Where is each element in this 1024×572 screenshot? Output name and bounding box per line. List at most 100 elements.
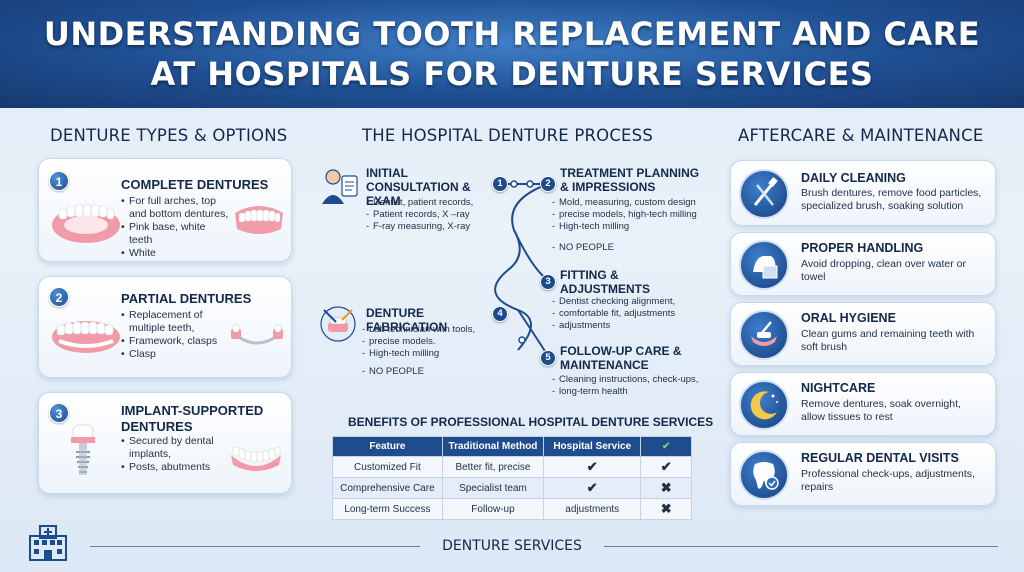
bullet: White <box>121 247 231 260</box>
step-number: 3 <box>540 274 556 290</box>
step-extra: NO PEOPLE <box>362 366 462 378</box>
bullet: Lab technician with tools, <box>362 324 492 336</box>
aftercare-title: REGULAR DENTAL VISITS <box>801 451 959 465</box>
lab-tools-icon <box>320 306 356 342</box>
dental-implant-icon <box>71 424 95 475</box>
upper-denture-icon <box>235 206 283 234</box>
table-row: Long-term Success Follow-up adjustments … <box>332 498 692 520</box>
card-bullets: Secured by dental implants, Posts, abutm… <box>121 435 231 474</box>
step-number: 5 <box>540 350 556 366</box>
bullet: Dentist checking alignment, <box>552 296 712 308</box>
step-number: 4 <box>492 306 508 322</box>
table-header-row: Feature Traditional Method Hospital Serv… <box>332 436 692 457</box>
bullet: precise models, high-tech milling <box>552 209 712 221</box>
aftercare-title: NIGHTCARE <box>801 381 876 395</box>
step-bullets: Dentist checking alignment, comfortable … <box>552 296 712 332</box>
types-heading: DENTURE TYPES & OPTIONS <box>50 126 288 145</box>
aftercare-heading: AFTERCARE & MAINTENANCE <box>738 126 984 145</box>
aftercare-card-oral-hygiene: ORAL HYGIENE Clean gums and remaining te… <box>730 302 996 366</box>
footer-divider-right <box>604 546 998 547</box>
aftercare-title: ORAL HYGIENE <box>801 311 896 325</box>
tooth-check-icon <box>739 450 789 500</box>
step-title: TREATMENT PLANNING & IMPRESSIONS <box>560 166 700 194</box>
card-number: 2 <box>49 287 69 307</box>
gums-brush-icon <box>739 310 789 360</box>
aftercare-desc: Professional check-ups, adjustments, rep… <box>801 468 975 493</box>
table-cell: Customized Fit <box>332 456 443 478</box>
aftercare-desc: Brush dentures, remove food particles, s… <box>801 187 982 212</box>
benefits-heading: BENEFITS OF PROFESSIONAL HOSPITAL DENTUR… <box>348 415 714 429</box>
column-header: Traditional Method <box>441 436 545 457</box>
process-heading: THE HOSPITAL DENTURE PROCESS <box>362 126 654 145</box>
bullet: Pink base, white teeth <box>121 221 231 247</box>
header-banner <box>0 0 1024 108</box>
step-bullets: Dentist, patient records, Patient record… <box>366 197 496 233</box>
aftercare-card-daily-cleaning: DAILY CLEANING Brush dentures, remove fo… <box>730 160 996 226</box>
bullet: precise models. <box>362 336 492 348</box>
card-title: PARTIAL DENTURES <box>121 291 252 306</box>
aftercare-card-regular-visits: REGULAR DENTAL VISITS Professional check… <box>730 442 996 506</box>
table-cell: Follow-up <box>441 498 545 520</box>
hand-towel-icon <box>739 240 789 290</box>
table-row: Customized Fit Better fit, precise ✔ ✔ <box>332 456 692 478</box>
bullet: adjustments <box>552 320 712 332</box>
dentist-clipboard-icon <box>322 169 358 204</box>
bullet: High-tech milling <box>362 348 492 360</box>
hospital-building-icon <box>29 525 67 561</box>
toothbrush-icon <box>739 169 789 219</box>
cross-icon: ✖ <box>640 498 692 520</box>
cross-icon: ✖ <box>640 477 692 499</box>
aftercare-title: DAILY CLEANING <box>801 171 906 185</box>
card-title: COMPLETE DENTURES <box>121 177 269 192</box>
table-cell: Better fit, precise <box>441 456 545 478</box>
aftercare-desc: Clean gums and remaining teeth with soft… <box>801 328 975 353</box>
bullet: NO PEOPLE <box>552 242 652 254</box>
aftercare-desc: Avoid dropping, clean over water or towe… <box>801 258 966 283</box>
denture-card-implant: 3 IMPLANT-SUPPORTED DENTURES Secured by … <box>38 392 292 494</box>
table-cell: Specialist team <box>441 477 545 499</box>
step-title: FOLLOW-UP CARE & MAINTENANCE <box>560 344 682 372</box>
step-title: FITTING & ADJUSTMENTS <box>560 268 651 296</box>
column-header: Feature <box>332 436 443 457</box>
step-number: 2 <box>540 176 556 192</box>
bullet: NO PEOPLE <box>362 366 462 378</box>
aftercare-card-proper-handling: PROPER HANDLING Avoid dropping, clean ov… <box>730 232 996 296</box>
bullet: long-term health <box>552 386 712 398</box>
moon-icon <box>739 380 789 430</box>
footer-divider-left <box>90 546 420 547</box>
footer-label: DENTURE SERVICES <box>442 538 582 554</box>
bullet: Clasp <box>121 348 231 361</box>
check-icon: ✔ <box>543 477 642 499</box>
benefits-table: Feature Traditional Method Hospital Serv… <box>332 436 692 520</box>
step-number: 1 <box>492 176 508 192</box>
card-title: IMPLANT-SUPPORTED DENTURES <box>121 403 264 434</box>
table-cell: adjustments <box>543 498 642 520</box>
aftercare-title: PROPER HANDLING <box>801 241 924 255</box>
column-header-check: ✔ <box>640 436 692 457</box>
table-row: Comprehensive Care Specialist team ✔ ✖ <box>332 477 692 499</box>
card-number: 3 <box>49 403 69 423</box>
bullet: comfortable fit, adjustments <box>552 308 712 320</box>
aftercare-card-nightcare: NIGHTCARE Remove dentures, soak overnigh… <box>730 372 996 436</box>
title-line-2: AT HOSPITALS FOR DENTURE SERVICES <box>150 55 874 93</box>
step-bullets: Mold, measuring, custom design precise m… <box>552 197 712 233</box>
card-number: 1 <box>49 171 69 191</box>
bullet: Patient records, X –ray <box>366 209 496 221</box>
step-extra: NO PEOPLE <box>552 242 652 254</box>
card-bullets: For full arches, top and bottom dentures… <box>121 195 231 260</box>
table-cell: Comprehensive Care <box>332 477 443 499</box>
title-line-1: UNDERSTANDING TOOTH REPLACEMENT AND CARE <box>43 15 981 53</box>
check-icon: ✔ <box>640 456 692 478</box>
bullet: Posts, abutments <box>121 461 231 474</box>
bullet: Dentist, patient records, <box>366 197 496 209</box>
bullet: For full arches, top and bottom dentures… <box>121 195 231 221</box>
step-bullets: Lab technician with tools, precise model… <box>362 324 492 360</box>
full-denture-icon <box>52 204 120 243</box>
bullet: Cleaning instructions, check-ups, <box>552 374 712 386</box>
bullet: F-ray measuring, X-ray <box>366 221 496 233</box>
step-bullets: Cleaning instructions, check-ups, long-t… <box>552 374 712 398</box>
bullet: Framework, clasps <box>121 335 231 348</box>
page-title: UNDERSTANDING TOOTH REPLACEMENT AND CARE… <box>0 14 1024 94</box>
check-icon: ✔ <box>543 456 642 478</box>
denture-card-complete: 1 COMPLETE DENTURES For full arches, top… <box>38 158 292 262</box>
